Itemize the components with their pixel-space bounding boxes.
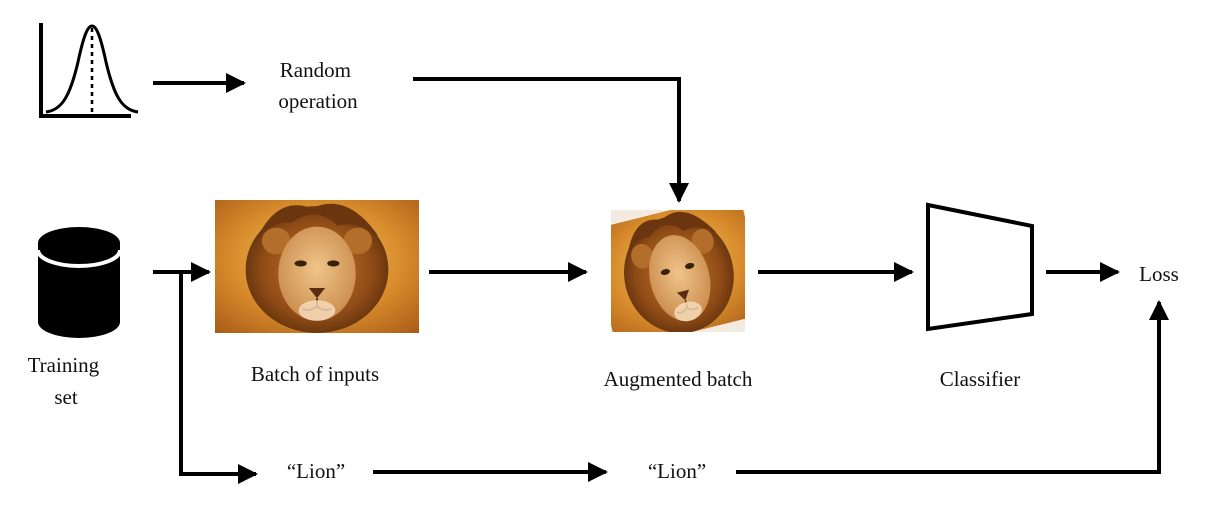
arrow-label-to-loss xyxy=(736,300,1169,474)
trapezoid-icon xyxy=(926,202,1034,332)
normal-distribution-icon xyxy=(39,23,139,118)
arrow-random-op-to-augmented xyxy=(413,77,689,203)
training-set-label: Training set xyxy=(28,353,105,409)
random-operation-label: Random operation xyxy=(278,58,358,113)
loss-label: Loss xyxy=(1139,262,1179,286)
batch-of-inputs-image xyxy=(215,200,419,333)
arrow-training-to-label xyxy=(179,272,258,484)
augmented-batch-image xyxy=(611,210,745,332)
database-cylinder-icon xyxy=(36,227,122,338)
classifier-label: Classifier xyxy=(940,367,1020,391)
label-text-2: “Lion” xyxy=(648,459,706,483)
augmented-batch-label: Augmented batch xyxy=(604,367,753,391)
label-text-1: “Lion” xyxy=(287,459,345,483)
batch-of-inputs-label: Batch of inputs xyxy=(251,362,379,386)
